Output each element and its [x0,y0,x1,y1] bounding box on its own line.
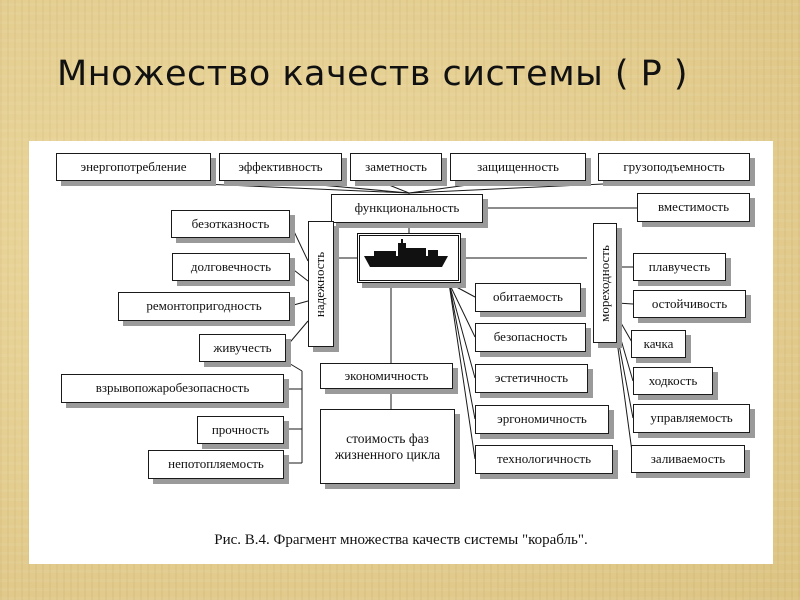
diagram-panel: энергопотребление эффективность заметнос… [29,141,773,564]
node-habitability: обитаемость [475,283,581,312]
node-failure-free: безотказность [171,210,290,238]
node-lifting-capacity: грузоподъемность [598,153,750,181]
node-efficiency: эффективность [219,153,342,181]
connector-lines [133,180,670,464]
node-controllability: управляемость [633,404,750,433]
node-reliability-label: надежность [312,251,328,317]
node-safety: безопасность [475,323,586,352]
node-survivability: живучесть [199,334,286,362]
node-capacity: вместимость [637,193,750,222]
node-fire-explosion-safety: взрывопожаробезопасность [61,374,284,403]
node-reliability: надежность [308,221,334,347]
node-seaworthiness: мореходность [593,223,617,343]
ship-node [357,233,461,283]
node-unsinkability: непотопляемость [148,450,284,479]
node-energy-consumption: энергопотребление [56,153,211,181]
node-stability: остойчивость [633,290,746,318]
node-strength: прочность [197,416,284,444]
node-rolling: качка [631,330,686,358]
node-durability: долговечность [172,253,290,281]
node-economy: экономичность [320,363,453,389]
node-visibility: заметность [350,153,442,181]
figure-caption: Рис. В.4. Фрагмент множества качеств сис… [214,532,588,548]
slide-title: Множество качеств системы ( P ) [57,54,689,94]
node-aesthetics: эстетичность [475,364,588,393]
node-ergonomics: эргономичность [475,405,609,434]
node-functionality: функциональность [331,194,483,223]
node-protection: защищенность [450,153,586,181]
node-lifecycle-cost: стоимость фаз жизненного цикла [320,409,455,484]
node-maintainability: ремонтопригодность [118,292,290,321]
node-seaworthiness-label: мореходность [596,244,612,322]
node-manufacturability: технологичность [475,445,613,474]
node-buoyancy: плавучесть [633,253,726,281]
node-speed: ходкость [633,367,713,395]
ship-icon [364,239,448,267]
node-wettability: заливаемость [631,445,745,473]
